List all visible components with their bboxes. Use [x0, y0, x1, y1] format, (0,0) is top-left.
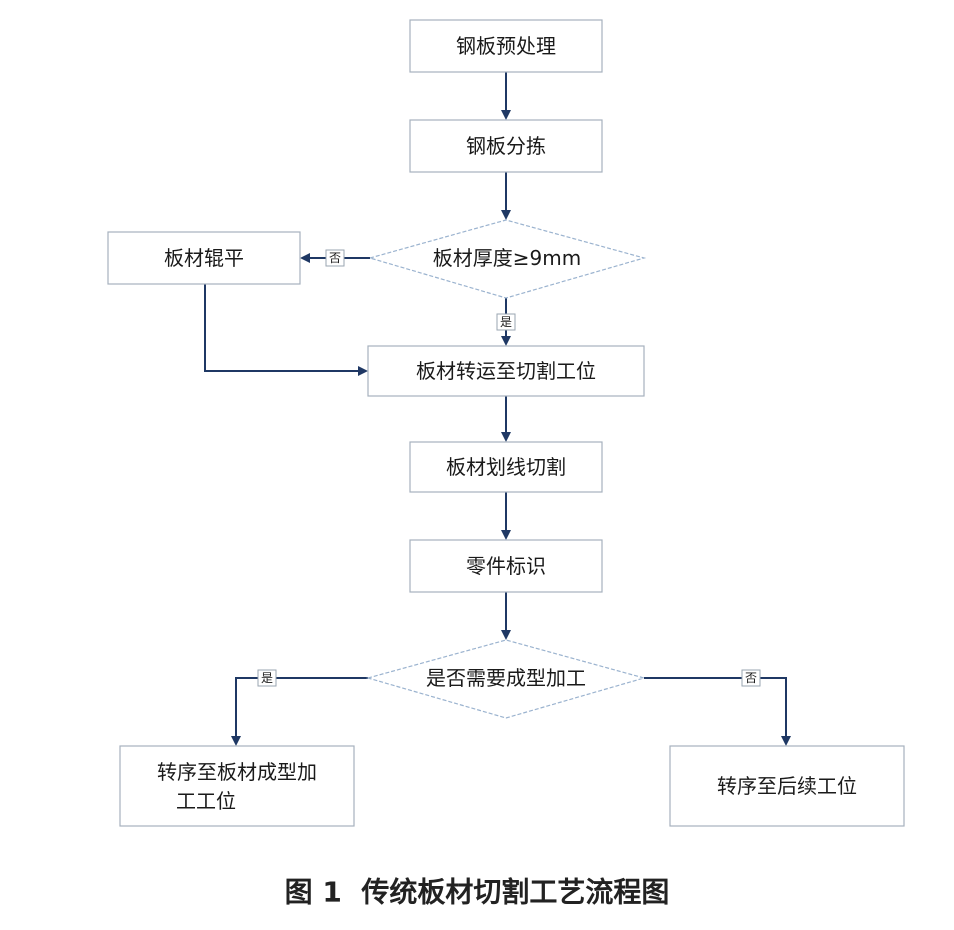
decision-forming-label: 是否需要成型加工	[426, 666, 586, 690]
node-sort: 钢板分拣	[409, 119, 603, 173]
edge-label-thickness-no: 否	[325, 249, 345, 267]
node-to-next: 转序至后续工位	[669, 745, 905, 827]
edge-label-thickness-yes-text: 是	[500, 315, 512, 329]
edge-label-thickness-no-text: 否	[329, 251, 341, 265]
decision-thickness: 板材厚度≥9mm	[367, 219, 647, 299]
node-to-next-label: 转序至后续工位	[717, 774, 857, 798]
node-leveling: 板材辊平	[107, 231, 301, 285]
edge-leveling-to-transfer	[204, 284, 368, 376]
node-marking-label: 零件标识	[466, 554, 546, 578]
edge-forming-yes-to-forming-line	[231, 677, 368, 746]
node-to-forming-label-line1: 转序至板材成型加	[157, 760, 317, 784]
edge-label-forming-yes: 是	[257, 669, 277, 687]
edge-label-forming-yes-text: 是	[261, 671, 273, 685]
node-transfer: 板材转运至切割工位	[367, 345, 645, 397]
node-pretreat-label: 钢板预处理	[456, 34, 556, 58]
node-cutting-label: 板材划线切割	[446, 455, 566, 479]
node-transfer-label: 板材转运至切割工位	[416, 359, 596, 383]
decision-forming: 是否需要成型加工	[365, 639, 647, 719]
node-leveling-label: 板材辊平	[164, 246, 244, 270]
figure-caption: 图 1 传统板材切割工艺流程图	[285, 876, 670, 909]
edge-label-forming-no-text: 否	[745, 671, 757, 685]
node-pretreat: 钢板预处理	[409, 19, 603, 73]
node-to-forming-label-line2: 工工位	[176, 789, 236, 813]
edge-label-forming-no: 否	[741, 669, 761, 687]
node-marking: 零件标识	[409, 539, 603, 593]
edge-label-thickness-yes: 是	[496, 313, 516, 331]
edge-forming-no-to-next	[644, 677, 791, 746]
edges	[204, 72, 791, 746]
node-cutting: 板材划线切割	[409, 441, 603, 493]
node-to-forming: 转序至板材成型加 工工位	[119, 745, 355, 827]
node-sort-label: 钢板分拣	[466, 134, 546, 158]
decision-thickness-label: 板材厚度≥9mm	[433, 246, 581, 270]
